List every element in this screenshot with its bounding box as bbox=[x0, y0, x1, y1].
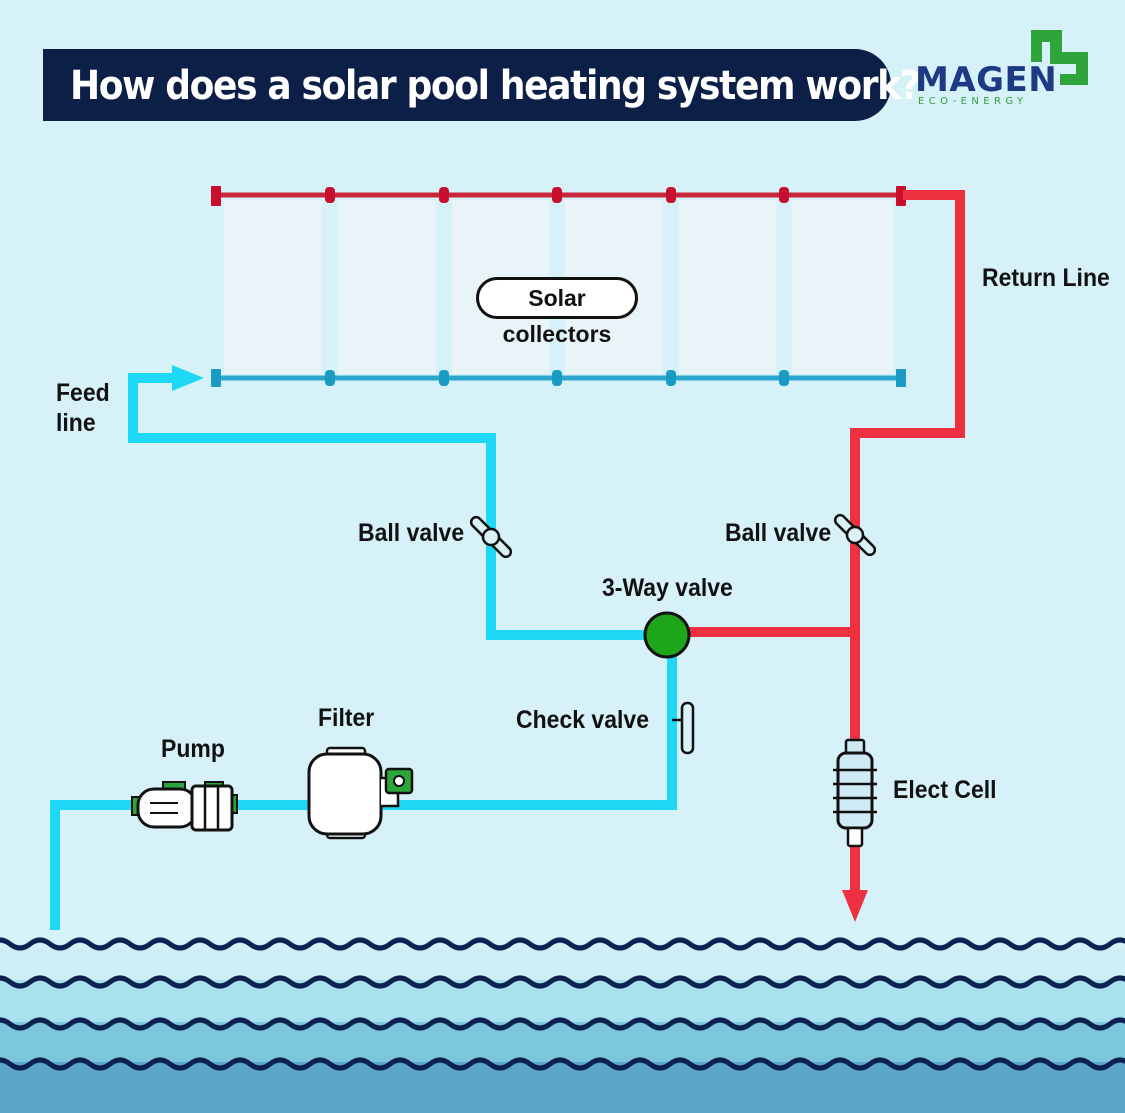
return-line-pipe bbox=[850, 190, 965, 905]
feed-line-pipe bbox=[50, 373, 677, 930]
feed-line-label: Feed line bbox=[56, 379, 110, 437]
coupler-bottom bbox=[325, 370, 335, 386]
coupler-top bbox=[552, 187, 562, 203]
ball-valve-return-label: Ball valve bbox=[725, 519, 832, 547]
arrow-right-icon bbox=[172, 365, 204, 391]
arrow-down-icon bbox=[842, 890, 868, 922]
ball-valve-feed-label: Ball valve bbox=[358, 519, 465, 547]
coupler-bottom bbox=[779, 370, 789, 386]
three-way-valve-icon bbox=[643, 611, 691, 659]
coupler-bottom bbox=[896, 369, 906, 387]
wave-line bbox=[0, 1057, 1125, 1071]
check-valve-label: Check valve bbox=[516, 706, 649, 734]
collector-tubes bbox=[224, 200, 893, 374]
solar-collectors-label: Solar collectors bbox=[476, 277, 638, 347]
elect-cell-icon bbox=[833, 738, 877, 848]
pump-icon bbox=[131, 781, 238, 832]
wave-icon bbox=[0, 937, 1125, 1071]
wave-line bbox=[0, 1017, 1125, 1031]
coupler-bottom bbox=[666, 370, 676, 386]
collector-section bbox=[792, 200, 893, 374]
coupler-top bbox=[439, 187, 449, 203]
page-title: How does a solar pool heating system wor… bbox=[70, 63, 921, 109]
check-valve-icon bbox=[672, 701, 695, 755]
coupler-top bbox=[666, 187, 676, 203]
three-way-valve-label: 3-Way valve bbox=[602, 574, 733, 602]
coupler-top bbox=[325, 187, 335, 203]
ball-valve-icon bbox=[833, 513, 877, 557]
solar-collector-panel bbox=[211, 186, 906, 387]
collector-couplers bbox=[211, 186, 906, 387]
coupler-top bbox=[211, 186, 221, 206]
filter-label: Filter bbox=[318, 704, 375, 732]
coupler-bottom bbox=[439, 370, 449, 386]
coupler-top bbox=[779, 187, 789, 203]
logo-tagline: ECO-ENERGY bbox=[918, 96, 1028, 107]
title-banner bbox=[43, 49, 891, 121]
elect-cell-label: Elect Cell bbox=[893, 776, 997, 804]
pool-water bbox=[0, 937, 1125, 1113]
wave-line bbox=[0, 937, 1125, 951]
return-line-label: Return Line bbox=[982, 264, 1110, 292]
pump-label: Pump bbox=[161, 735, 225, 763]
magen-logo-icon bbox=[1031, 30, 1088, 85]
coupler-bottom bbox=[211, 369, 221, 387]
filter-icon bbox=[307, 746, 414, 840]
logo-name: MAGEN bbox=[915, 60, 1058, 100]
wave-line bbox=[0, 975, 1125, 989]
coupler-bottom bbox=[552, 370, 562, 386]
